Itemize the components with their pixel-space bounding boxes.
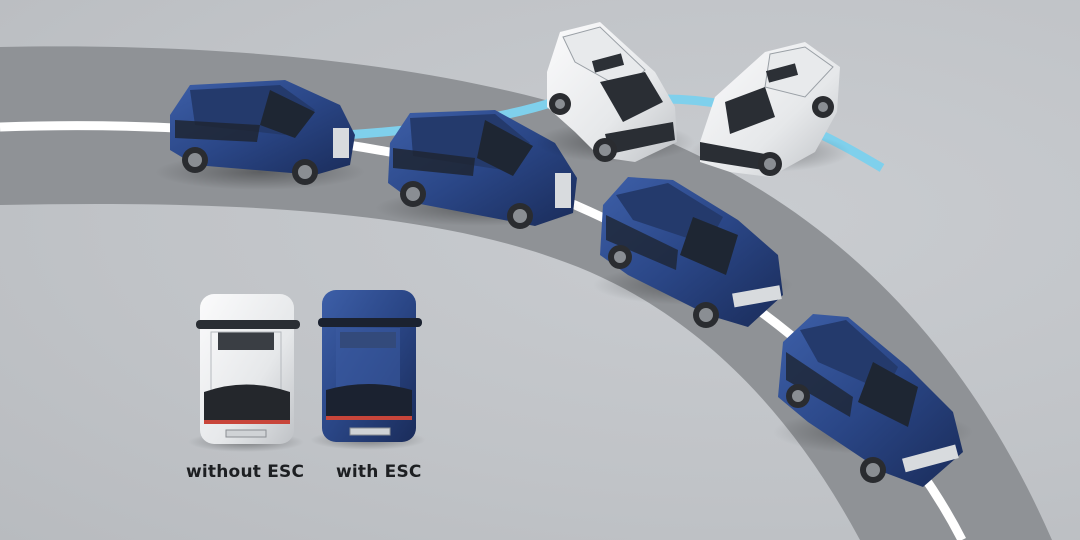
white-car-2	[690, 42, 850, 177]
blue-car-2	[375, 110, 585, 229]
blue-car-3	[593, 177, 793, 328]
legend-blue-car	[310, 290, 426, 450]
legend-white-car	[188, 294, 304, 452]
with-esc-label: with ESC	[336, 462, 422, 482]
without-esc-label: without ESC	[186, 462, 305, 482]
white-car-1	[535, 22, 695, 162]
blue-car-1	[155, 80, 365, 190]
blue-car-4	[773, 314, 973, 487]
